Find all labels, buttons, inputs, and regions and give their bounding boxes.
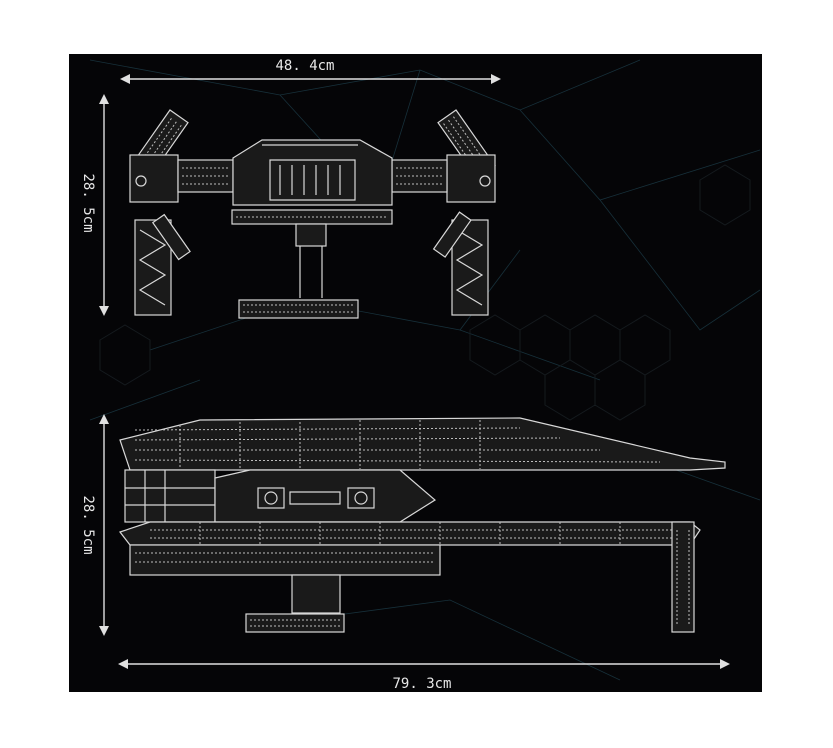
front-view-drawing	[129, 109, 496, 319]
dimension-front-height: 28. 5cm	[80, 94, 109, 316]
front-width-label: 48. 4cm	[275, 58, 334, 74]
dimension-side-height: 28. 5cm	[80, 414, 109, 636]
front-height-label: 28. 5cm	[80, 173, 96, 232]
side-length-label: 79. 3cm	[392, 676, 451, 692]
dimension-side-length: 79. 3cm	[118, 659, 730, 692]
side-view-drawing	[119, 417, 726, 633]
dimension-front-width: 48. 4cm	[120, 58, 501, 84]
side-height-label: 28. 5cm	[80, 495, 96, 554]
background-network	[89, 59, 761, 681]
